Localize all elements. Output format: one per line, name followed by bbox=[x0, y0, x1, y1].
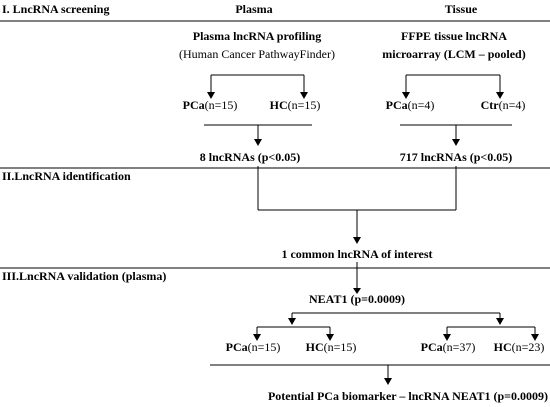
plasma-group-pca: PCa(n=15) bbox=[183, 98, 238, 112]
validation-left-hc: HC(n=15) bbox=[306, 340, 357, 354]
arrow-head-icon bbox=[531, 334, 539, 341]
plasma-column-header: Plasma bbox=[235, 2, 272, 16]
validation-merge-connector bbox=[210, 364, 550, 385]
tissue-split-connector bbox=[402, 74, 504, 99]
identification-merge-connector bbox=[257, 166, 457, 244]
arrow-head-icon bbox=[496, 318, 504, 325]
tissue-group-pca: PCa(n=4) bbox=[386, 98, 435, 112]
validation-right-pca: PCa(n=37) bbox=[421, 340, 476, 354]
arrow-head-icon bbox=[326, 334, 334, 341]
validation-split-connector bbox=[288, 312, 504, 325]
plasma-profiling-subtitle: (Human Cancer PathwayFinder) bbox=[179, 47, 335, 61]
section-title-identification: II.LncRNA identification bbox=[2, 169, 131, 183]
validation-right-split bbox=[443, 326, 539, 341]
validation-right-hc: HC(n=23) bbox=[494, 340, 545, 354]
conclusion-biomarker: Potential PCa biomarker – lncRNA NEAT1 (… bbox=[268, 389, 548, 403]
validation-left-pca: PCa(n=15) bbox=[226, 340, 281, 354]
arrow-head-icon bbox=[253, 334, 261, 341]
arrow-head-icon bbox=[496, 92, 504, 99]
tissue-title-line2: microarray (LCM – pooled) bbox=[382, 47, 525, 61]
arrow-head-icon bbox=[452, 139, 460, 146]
validation-arrow-to-neat1 bbox=[353, 262, 361, 294]
validation-left-split bbox=[253, 326, 334, 341]
plasma-merge-connector bbox=[204, 124, 312, 146]
common-lncrna-result: 1 common lncRNA of interest bbox=[281, 247, 432, 261]
tissue-merge-connector bbox=[400, 124, 512, 146]
plasma-split-connector bbox=[207, 74, 308, 99]
tissue-group-ctr: Ctr(n=4) bbox=[481, 98, 526, 112]
arrow-head-icon bbox=[288, 318, 296, 325]
arrow-head-icon bbox=[353, 237, 361, 244]
tissue-result: 717 lncRNAs (p<0.05) bbox=[400, 150, 513, 164]
arrow-head-icon bbox=[353, 288, 361, 294]
arrow-head-icon bbox=[384, 378, 392, 385]
plasma-result: 8 lncRNAs (p<0.05) bbox=[200, 150, 301, 164]
neat1-result: NEAT1 (p=0.0009) bbox=[309, 292, 405, 306]
plasma-group-hc: HC(n=15) bbox=[270, 98, 321, 112]
tissue-column-header: Tissue bbox=[445, 2, 478, 16]
arrow-head-icon bbox=[443, 334, 451, 341]
section-title-screening: I. LncRNA screening bbox=[2, 2, 109, 16]
plasma-profiling-title: Plasma lncRNA profiling bbox=[193, 29, 321, 43]
arrow-head-icon bbox=[402, 92, 410, 99]
arrow-head-icon bbox=[254, 139, 262, 146]
arrow-head-icon bbox=[300, 92, 308, 99]
section-title-validation: III.LncRNA validation (plasma) bbox=[2, 269, 166, 283]
tissue-title-line1: FFPE tissue lncRNA bbox=[401, 29, 507, 43]
arrow-head-icon bbox=[207, 92, 215, 99]
